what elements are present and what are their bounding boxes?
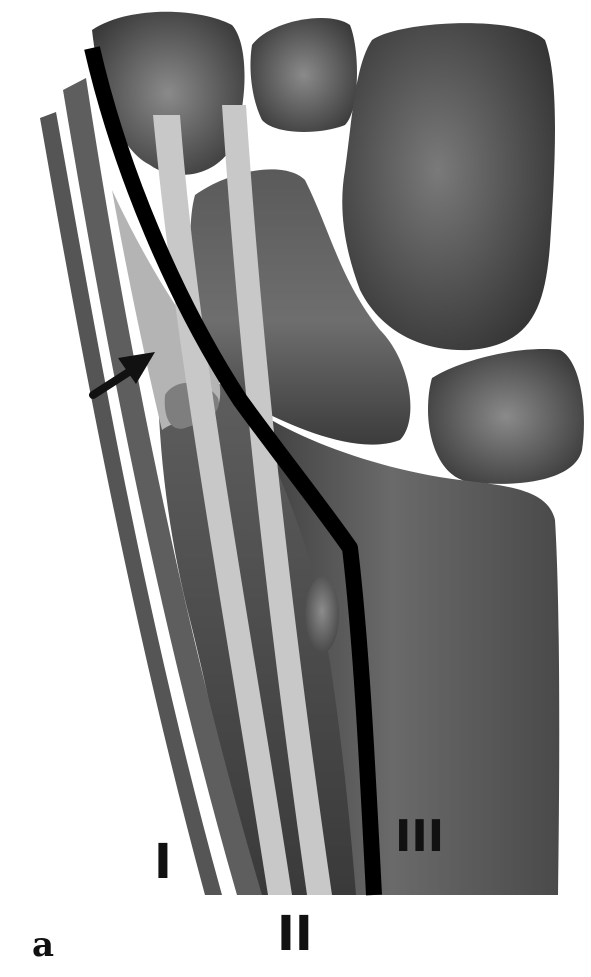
bone-right-middle — [428, 349, 584, 484]
panel-label: a — [32, 928, 54, 962]
oval-structure — [305, 577, 339, 653]
zone-label-iii: III — [395, 815, 444, 859]
bone-right-upper — [342, 23, 555, 350]
zone-label-i: I — [154, 838, 172, 886]
bone-top-middle — [250, 18, 357, 132]
zone-label-ii: II — [277, 910, 313, 958]
